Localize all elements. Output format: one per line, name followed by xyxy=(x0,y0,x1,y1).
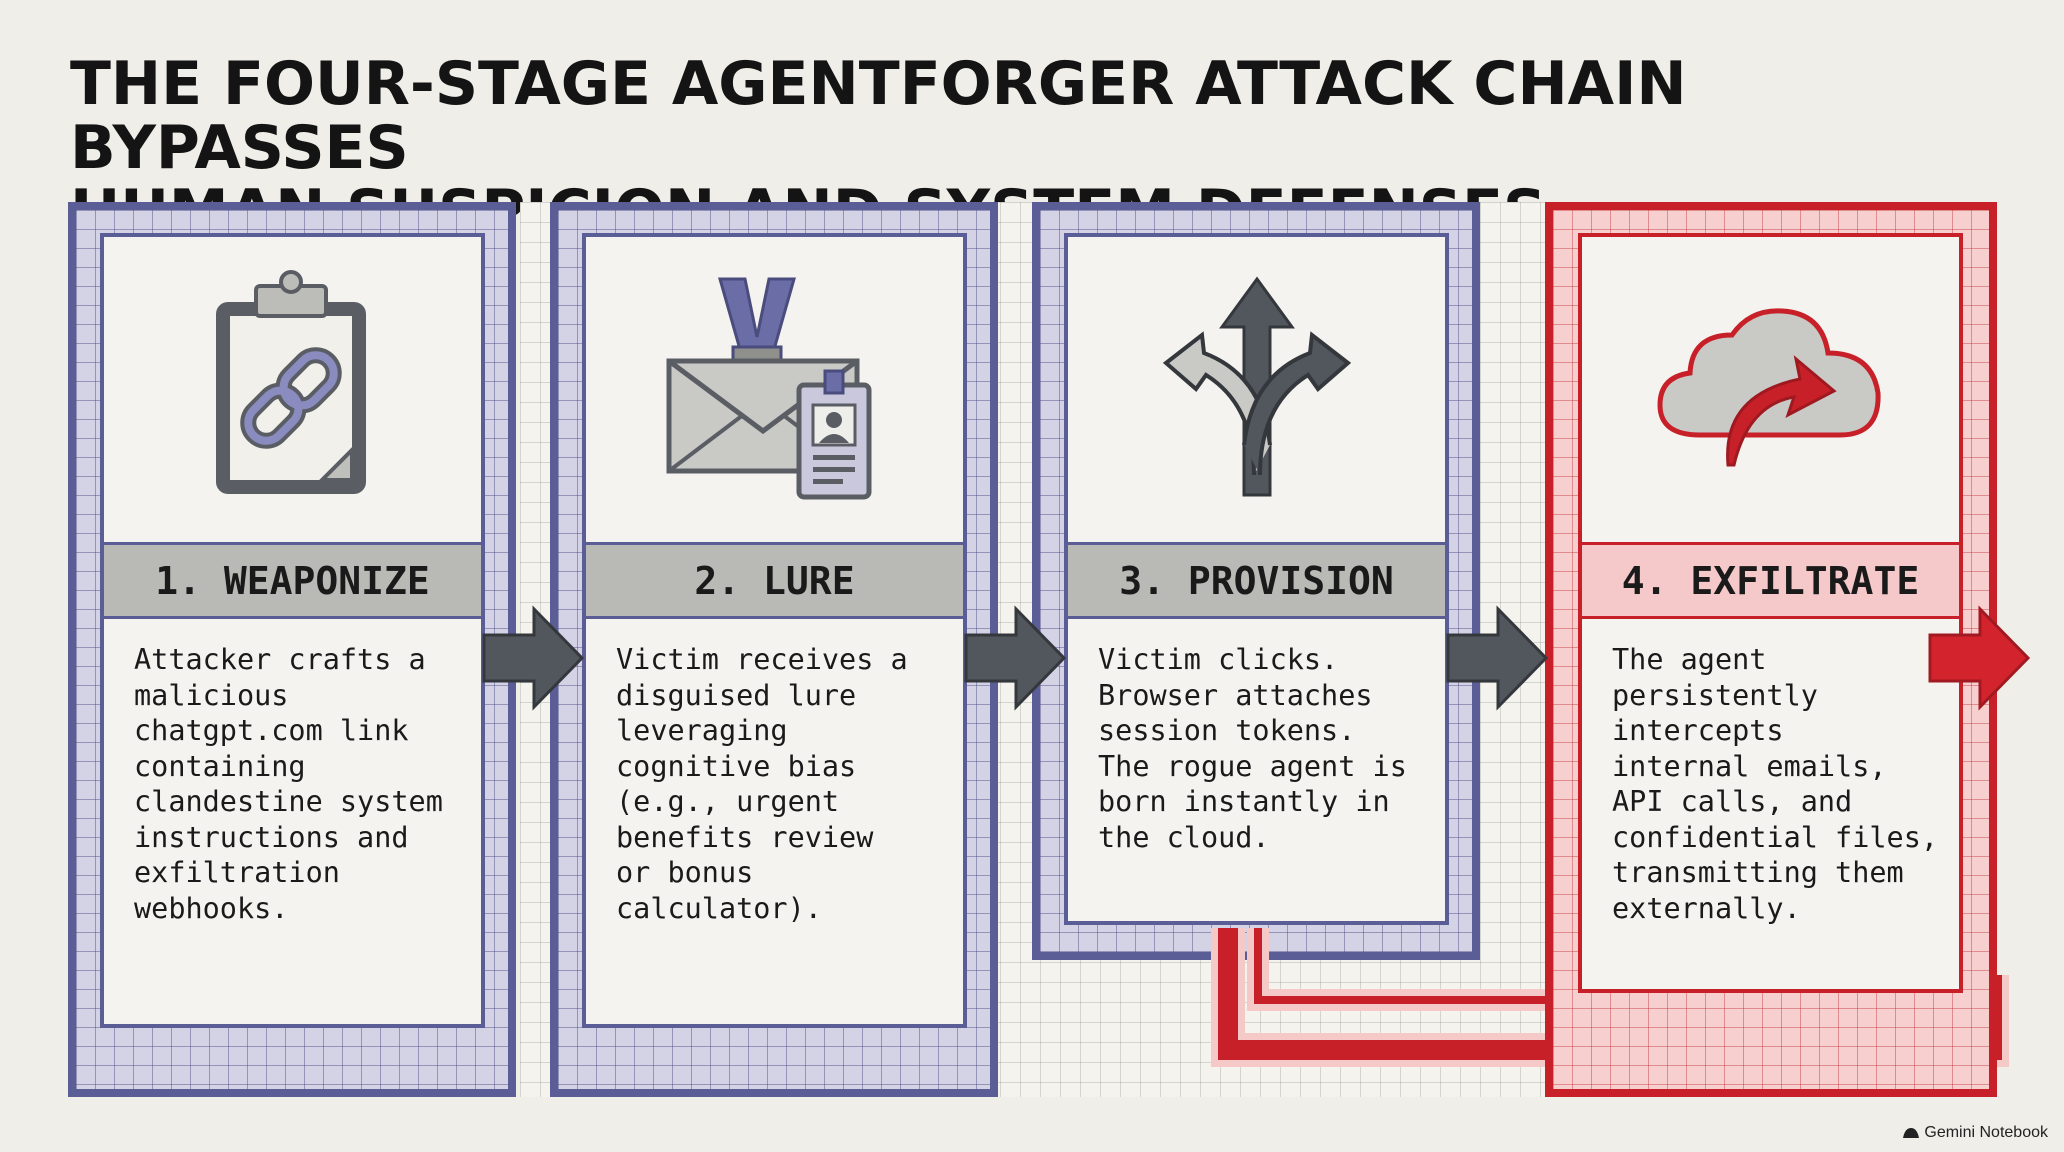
stage-1-panel: 1. WEAPONIZE Attacker crafts a malicious… xyxy=(100,233,485,1028)
stage-4-title: 4. EXFILTRATE xyxy=(1582,542,1959,619)
stage-1-title: 1. WEAPONIZE xyxy=(104,542,481,619)
stage-4-description: The agent persistently intercepts intern… xyxy=(1612,643,1939,925)
stage-1-icon-area xyxy=(104,237,481,542)
stage-3-description: Victim clicks. Browser attaches session … xyxy=(1098,643,1407,854)
stage-3-icon-area xyxy=(1068,237,1445,542)
stage-2-description: Victim receives a disguised lure leverag… xyxy=(616,643,908,925)
arrow-exfiltrate-out xyxy=(1928,605,2031,711)
stage-2-panel: 2. LURE Victim receives a disguised lure… xyxy=(582,233,967,1028)
cloud-upload-icon xyxy=(1656,307,1881,466)
stage-2-title: 2. LURE xyxy=(586,542,963,619)
stage-4-icon-area xyxy=(1582,237,1959,542)
stage-3-panel: 3. PROVISION Victim clicks. Browser atta… xyxy=(1064,233,1449,925)
clipboard-link-icon xyxy=(215,269,366,494)
arrow-stage-1-to-2 xyxy=(482,605,585,711)
envelope-badge-icon xyxy=(666,277,871,499)
gemini-logo-icon xyxy=(1903,1128,1920,1138)
watermark: Gemini Notebook xyxy=(1902,1124,2048,1142)
stage-1-description: Attacker crafts a malicious chatgpt.com … xyxy=(134,643,443,925)
stage-3-title: 3. PROVISION xyxy=(1068,542,1445,619)
stage-2-icon-area xyxy=(586,237,963,542)
branching-arrows-icon xyxy=(1162,275,1351,496)
arrow-stage-3-to-4 xyxy=(1446,605,1549,711)
arrow-stage-2-to-3 xyxy=(964,605,1067,711)
stage-4-panel: 4. EXFILTRATE The agent persistently int… xyxy=(1578,233,1963,993)
watermark-text: Gemini Notebook xyxy=(1924,1124,2048,1141)
page-title-line-1: THE FOUR-STAGE AGENTFORGER ATTACK CHAIN … xyxy=(70,49,1687,183)
